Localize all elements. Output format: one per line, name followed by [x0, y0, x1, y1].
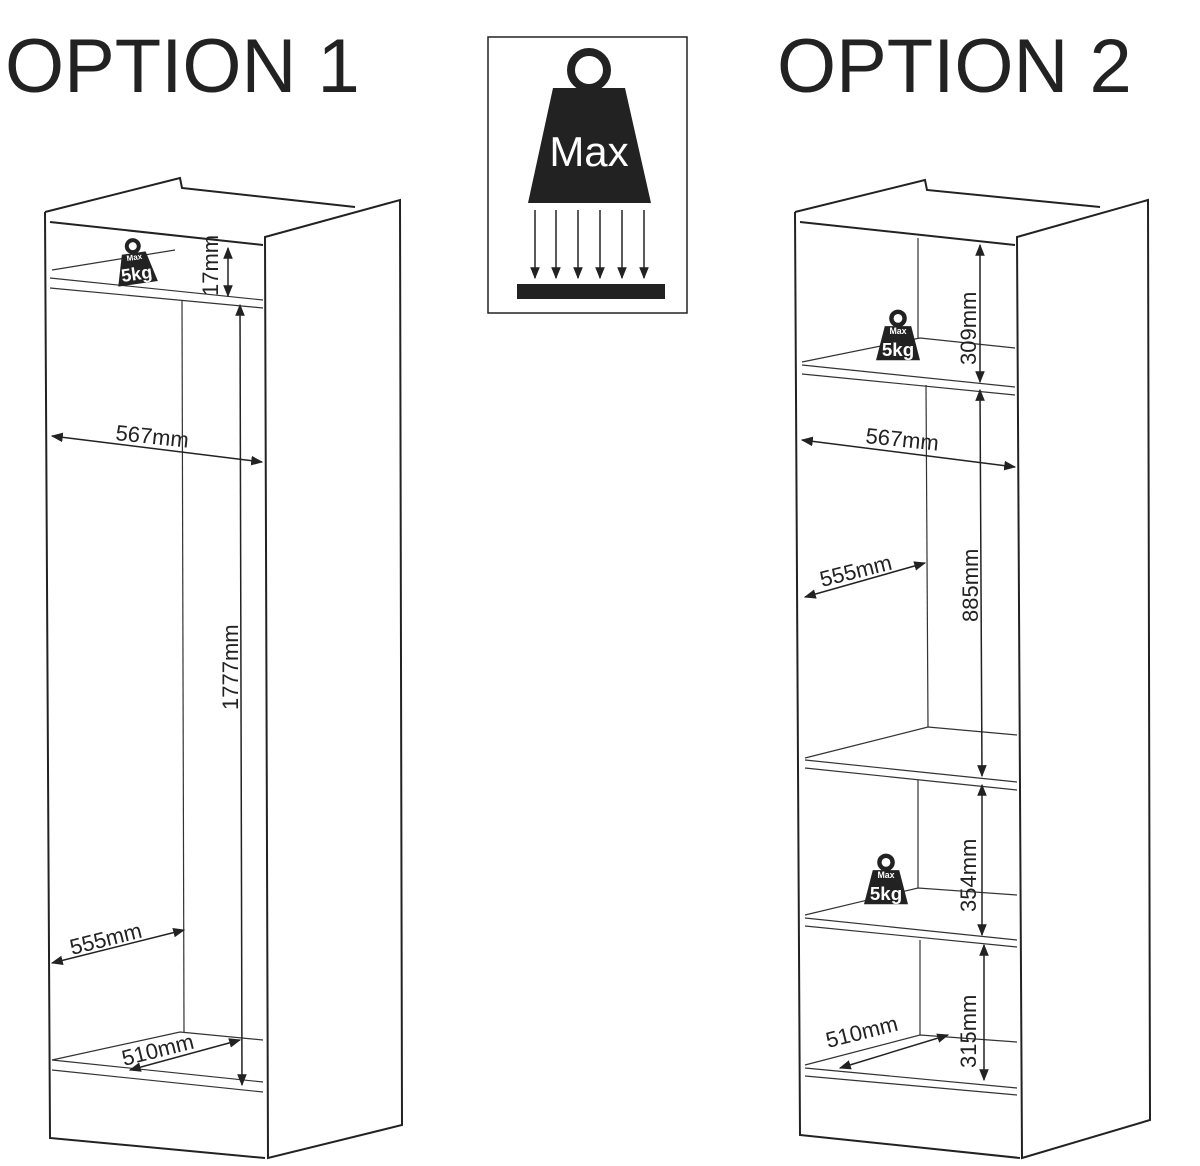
dim-middle-section: 885mm [958, 549, 983, 622]
dim-top-gap: 17mm [198, 235, 223, 296]
max-5kg-weight-icon: Max 5kg [110, 235, 160, 289]
dim-width: 567mm [114, 420, 190, 453]
option-2-cabinet: 309mm 885mm 354mm 315mm 567mm 555mm 510m… [794, 178, 1152, 1160]
dim-bottom-depth: 510mm [119, 1029, 196, 1071]
svg-text:Max: Max [889, 326, 906, 336]
option-1-title: OPTION 1 [5, 24, 360, 109]
dim-bottom-section: 315mm [956, 995, 981, 1068]
dim-inner-height: 1777mm [218, 624, 243, 710]
dim-lower-section: 354mm [956, 839, 981, 912]
svg-text:5kg: 5kg [120, 262, 154, 286]
dim-width-2: 567mm [864, 423, 940, 456]
max-5kg-weight-icon-bottom: Max 5kg [864, 856, 908, 904]
dim-top-section: 309mm [956, 292, 981, 365]
surface-bar [517, 284, 665, 299]
svg-text:Max: Max [126, 252, 143, 263]
legend-max-label: Max [549, 128, 628, 175]
max-load-legend: Max [487, 36, 688, 314]
svg-text:Max: Max [877, 870, 894, 880]
max-5kg-weight-icon-top: Max 5kg [876, 312, 920, 360]
dim-inner-depth: 555mm [67, 918, 144, 960]
dim-inner-depth-2: 555mm [817, 550, 894, 592]
svg-text:5kg: 5kg [882, 339, 914, 360]
downward-arrows-icon [530, 210, 649, 280]
dim-bottom-depth-2: 510mm [823, 1011, 900, 1053]
option-2-title: OPTION 2 [777, 24, 1132, 109]
weight-icon [528, 88, 651, 203]
svg-text:5kg: 5kg [870, 883, 902, 904]
option-1-cabinet: 17mm 1777mm 567mm 555mm 510mm Max 5kg [44, 176, 404, 1160]
